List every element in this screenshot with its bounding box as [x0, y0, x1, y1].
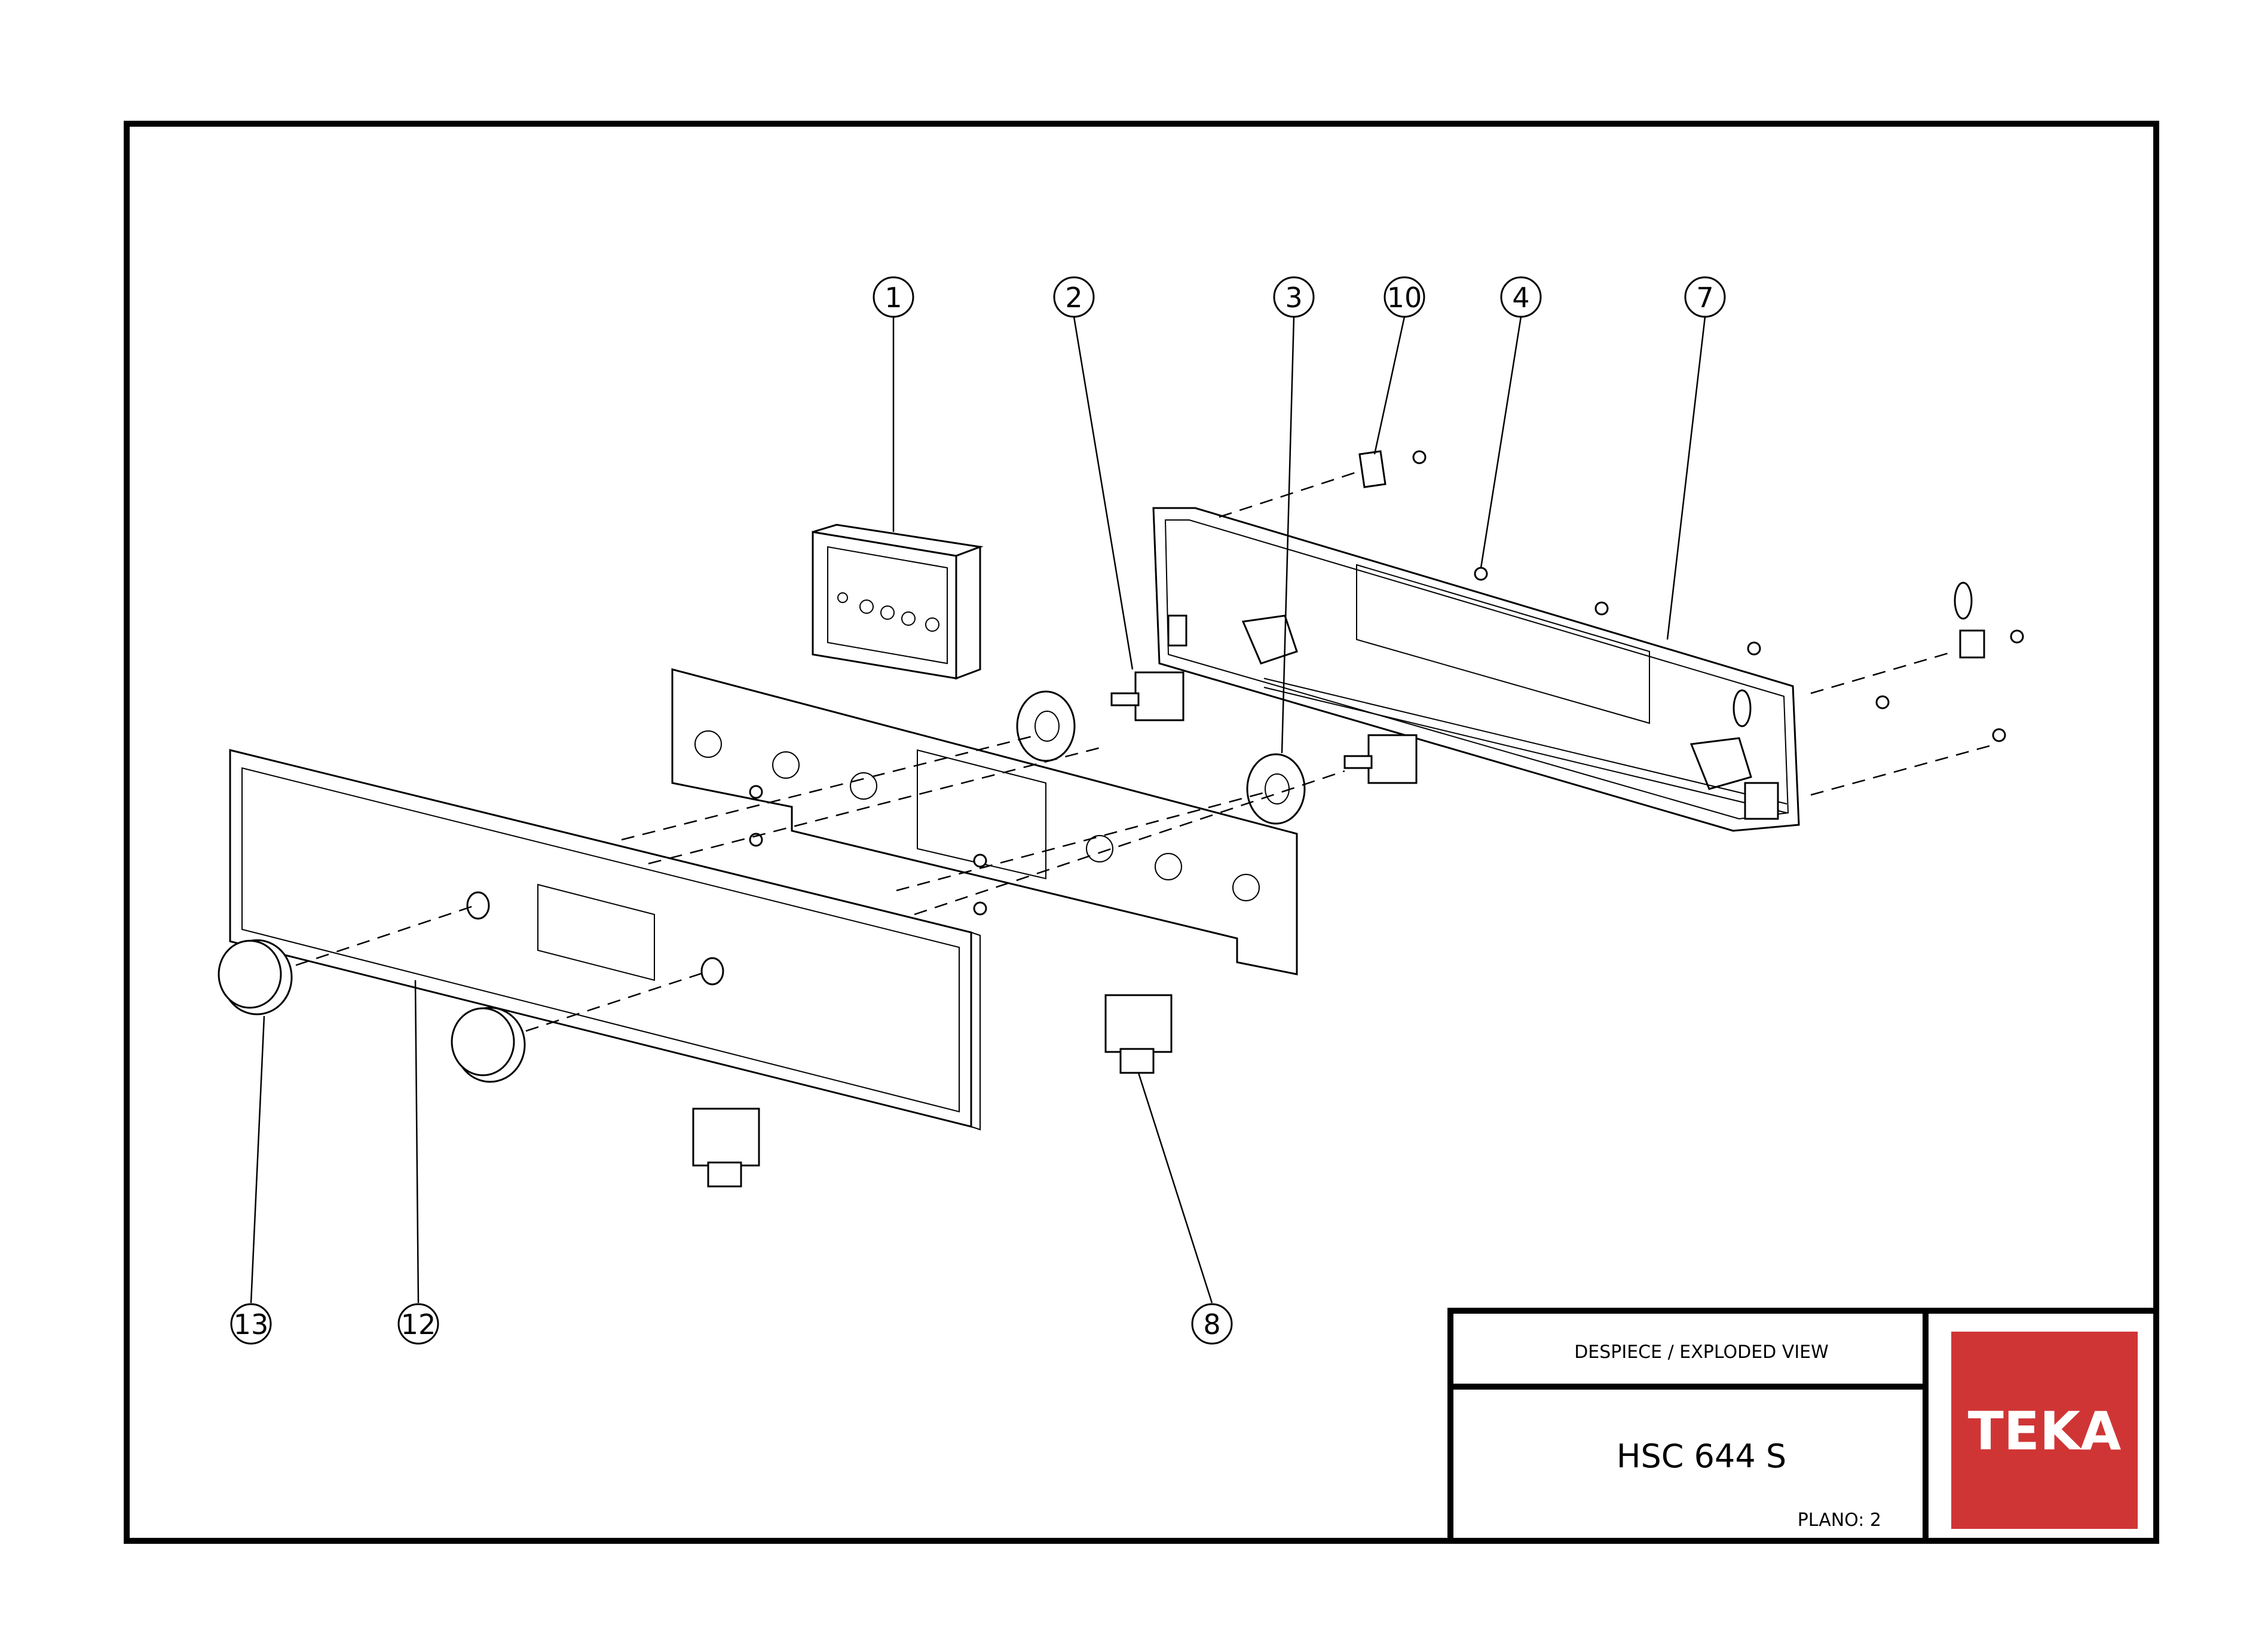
- part-10-bracket: [1358, 450, 1427, 488]
- svg-text:TEKA: TEKA: [1968, 1400, 2121, 1462]
- part-12-front-glass-panel: [229, 749, 981, 1131]
- svg-text:13: 13: [234, 1308, 269, 1341]
- svg-text:8: 8: [1203, 1308, 1220, 1341]
- part-metal-support-plate: [671, 668, 1298, 975]
- callout-8: 8: [1191, 1303, 1233, 1345]
- svg-text:2: 2: [1065, 282, 1082, 314]
- svg-text:3: 3: [1285, 282, 1302, 314]
- title-block-header: DESPIECE / EXPLODED VIEW: [1574, 1342, 1829, 1363]
- callout-7: 7: [1684, 276, 1726, 318]
- callout-2: 2: [1053, 276, 1095, 318]
- model-number: HSC 644 S: [1617, 1437, 1786, 1475]
- part-8-switch: [1104, 994, 1173, 1074]
- part-1-display-module: [812, 524, 984, 680]
- svg-text:12: 12: [401, 1308, 436, 1341]
- switch-upper-left: [1110, 671, 1184, 721]
- callout-3: 3: [1273, 276, 1315, 318]
- right-side-clip: [1875, 582, 2024, 742]
- callout-1: 1: [873, 276, 914, 318]
- switch-lower-left: [692, 1108, 760, 1188]
- svg-text:10: 10: [1387, 282, 1422, 314]
- teka-logo: TEKA: [1951, 1332, 2138, 1529]
- callout-12: 12: [397, 1303, 439, 1345]
- callout-13: 13: [230, 1303, 272, 1345]
- switch-upper-right: [1343, 734, 1418, 784]
- plano-number: PLANO: 2: [1798, 1510, 1881, 1531]
- part-4-screws: [1474, 567, 1761, 656]
- svg-text:1: 1: [884, 282, 902, 314]
- svg-text:4: 4: [1512, 282, 1529, 314]
- leader-lines: [250, 316, 1706, 1304]
- part-13-knob-right: [451, 1007, 526, 1083]
- part-2-bushing: [1016, 690, 1076, 762]
- part-13-knob-left: [218, 939, 293, 1015]
- assembly-lines: [295, 471, 1997, 1032]
- part-3-bushing: [1246, 753, 1306, 825]
- drawing-frame: [124, 121, 2159, 1544]
- svg-text:7: 7: [1696, 282, 1713, 314]
- callout-4: 4: [1500, 276, 1542, 318]
- part-7-rear-frame: [1152, 507, 1800, 832]
- callout-10: 10: [1384, 276, 1425, 318]
